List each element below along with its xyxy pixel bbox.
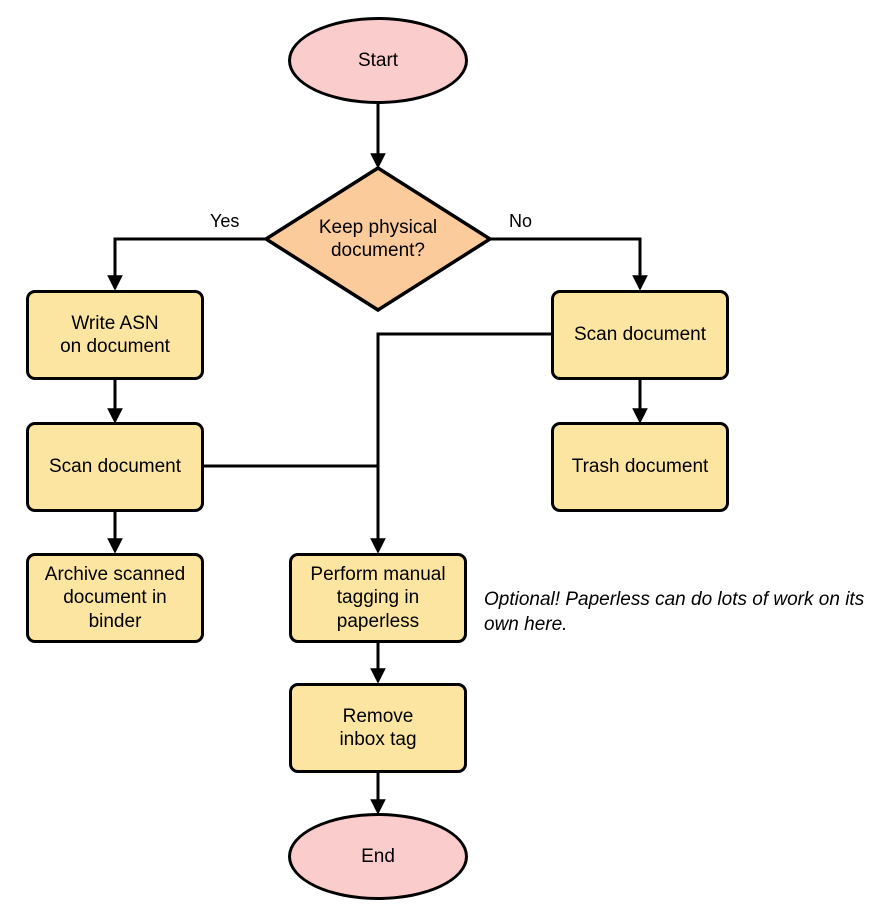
edge-label-yes: Yes bbox=[210, 211, 240, 231]
node-scan-document-right-label: Scan document bbox=[573, 324, 707, 346]
node-trash-document[interactable]: Trash document bbox=[551, 422, 729, 512]
node-remove-inbox-tag-label: Remove inbox tag bbox=[339, 705, 417, 750]
node-keep-physical-document-label: Keep physical document? bbox=[318, 216, 438, 261]
node-scan-document-right[interactable]: Scan document bbox=[551, 290, 729, 380]
node-scan-document-left-label: Scan document bbox=[48, 456, 182, 478]
node-scan-document-left[interactable]: Scan document bbox=[26, 422, 204, 512]
node-archive-in-binder-label: Archive scanned document in binder bbox=[44, 564, 186, 632]
node-start[interactable]: Start bbox=[288, 17, 468, 104]
node-end[interactable]: End bbox=[288, 813, 468, 900]
node-remove-inbox-tag[interactable]: Remove inbox tag bbox=[289, 683, 467, 773]
node-start-label: Start bbox=[357, 49, 399, 71]
node-archive-in-binder[interactable]: Archive scanned document in binder bbox=[26, 553, 204, 643]
node-trash-document-label: Trash document bbox=[571, 456, 709, 478]
annotation-optional-note: Optional! Paperless can do lots of work … bbox=[484, 589, 865, 635]
node-write-asn[interactable]: Write ASN on document bbox=[26, 290, 204, 380]
edge-scan-right-to-manual-tagging bbox=[370, 332, 553, 554]
node-end-label: End bbox=[361, 845, 395, 867]
node-manual-tagging[interactable]: Perform manual tagging in paperless bbox=[289, 553, 467, 643]
edge-decision-no-to-scan-right bbox=[491, 237, 648, 291]
diamond-shape bbox=[262, 165, 494, 313]
edge-label-no: No bbox=[509, 211, 533, 231]
node-write-asn-label: Write ASN on document bbox=[60, 312, 170, 357]
node-manual-tagging-label: Perform manual tagging in paperless bbox=[310, 564, 446, 632]
node-keep-physical-document[interactable]: Keep physical document? bbox=[262, 165, 494, 313]
edge-decision-yes-to-write-asn bbox=[107, 237, 265, 291]
